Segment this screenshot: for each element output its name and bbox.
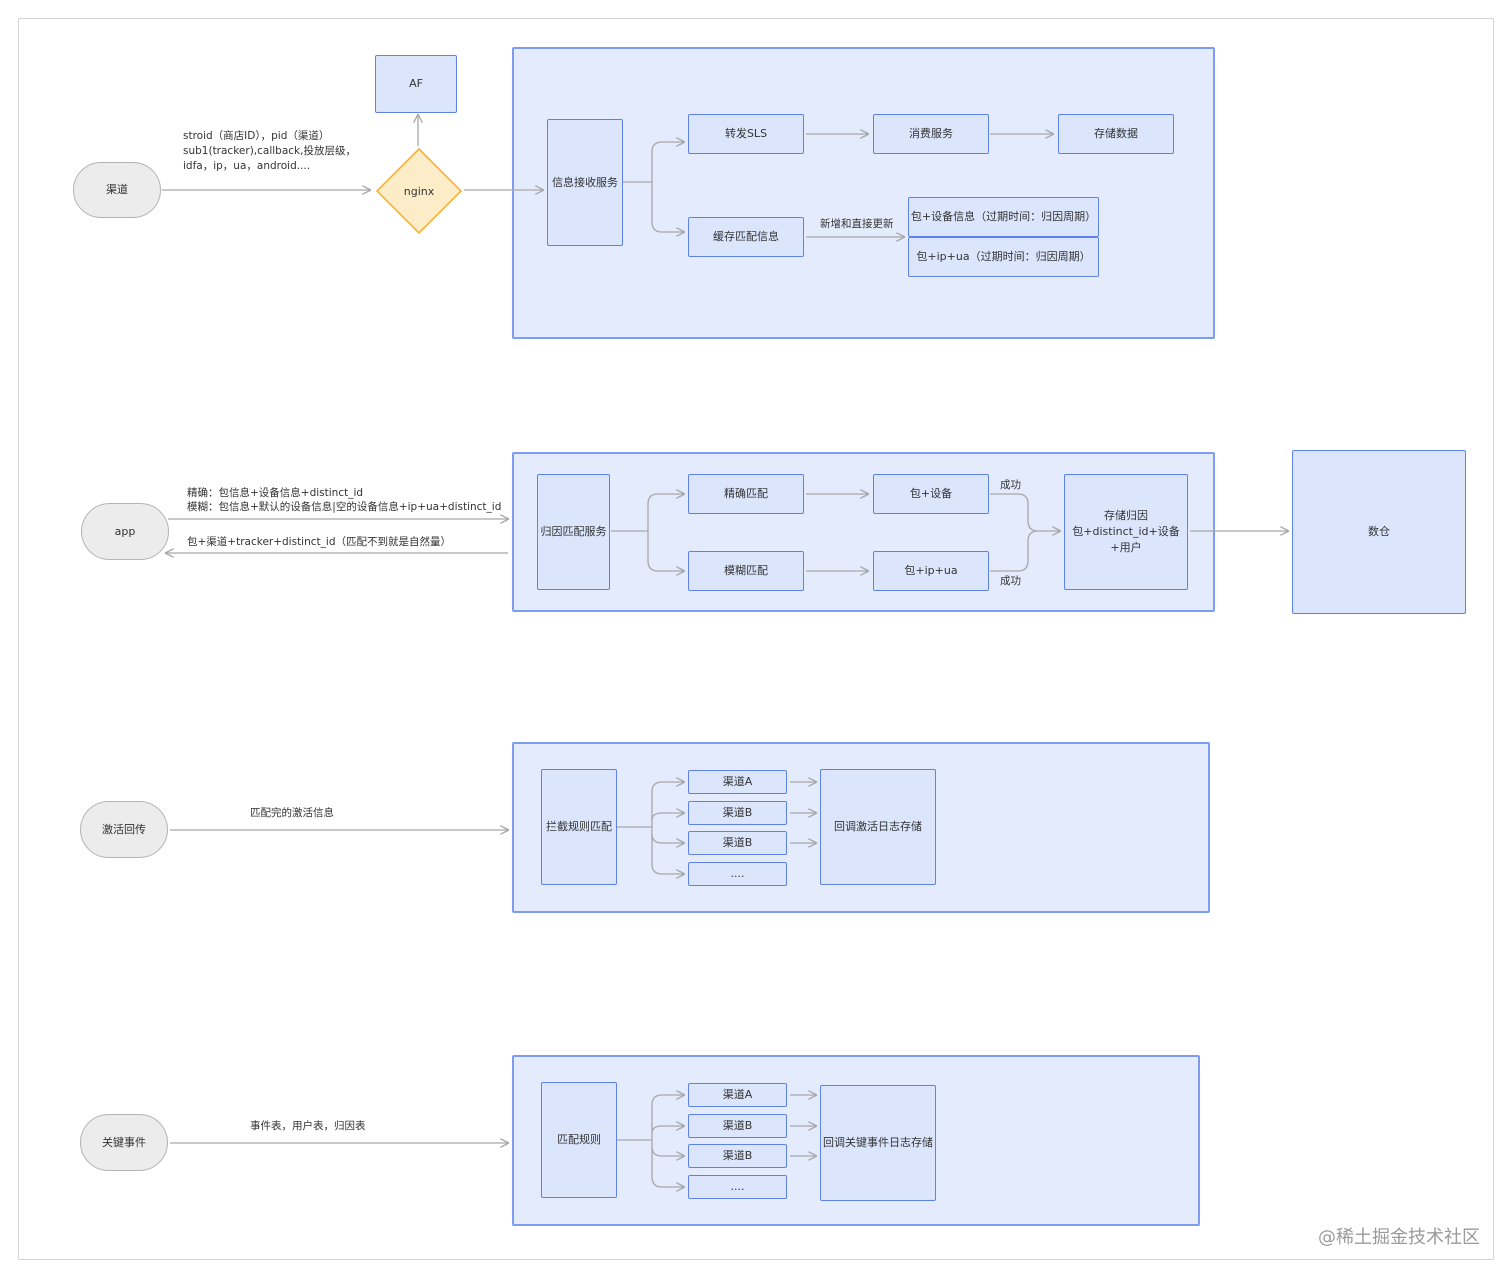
request-params-line-1: stroid（商店ID），pid（渠道） <box>183 130 330 142</box>
key-event-channel-b-1[interactable]: 渠道B <box>688 1114 787 1138</box>
key-event-channel-a[interactable]: 渠道A <box>688 1083 787 1107</box>
nginx-diamond-shape <box>376 148 462 234</box>
activation-edge-label: 匹配完的激活信息 <box>250 807 334 819</box>
activation-channel-b-2[interactable]: 渠道B <box>688 831 787 855</box>
af-node[interactable]: AF <box>375 55 457 113</box>
activation-channel-more[interactable]: .... <box>688 862 787 886</box>
exact-match[interactable]: 精确匹配 <box>688 474 804 514</box>
edge-rule3-a <box>651 782 684 827</box>
cache-match-info[interactable]: 缓存匹配信息 <box>688 217 804 257</box>
source-activation-callback[interactable]: 激活回传 <box>80 801 168 858</box>
edge-exactkey-store <box>990 493 1060 531</box>
activation-channel-b-1[interactable]: 渠道B <box>688 801 787 825</box>
consume-service[interactable]: 消费服务 <box>873 114 989 154</box>
edge-fuzzykey-store <box>990 530 1039 572</box>
store-attribution-fields: 包+distinct_id+设备+用户 <box>1072 525 1180 554</box>
fuzzy-match-key[interactable]: 包+ip+ua <box>873 551 989 591</box>
response-line: 包+渠道+tracker+distinct_id（匹配不到就是自然量） <box>187 536 451 548</box>
edge-rule4-more <box>651 1140 684 1187</box>
forward-sls[interactable]: 转发SLS <box>688 114 804 154</box>
key-event-channel-more[interactable]: .... <box>688 1175 787 1199</box>
success-label-fuzzy: 成功 <box>1000 575 1021 587</box>
key-event-edge-label: 事件表，用户表，归因表 <box>250 1120 366 1132</box>
key-event-channel-b-2[interactable]: 渠道B <box>688 1144 787 1168</box>
intercept-rule-match[interactable]: 拦截规则匹配 <box>541 769 617 885</box>
edge-rule4-b1 <box>651 1126 684 1134</box>
cache-item-device[interactable]: 包+设备信息（过期时间：归因周期） <box>908 197 1099 237</box>
request-params-line-3: idfa，ip，ua，android.... <box>183 160 311 172</box>
request-fuzzy-line: 模糊：包信息+默认的设备信息|空的设备信息+ip+ua+distinct_id <box>187 501 502 513</box>
success-label-exact: 成功 <box>1000 479 1021 491</box>
edge-rule4-a <box>651 1095 684 1140</box>
watermark: @稀土掘金技术社区 <box>1318 1227 1480 1248</box>
edge-to-fuzzy <box>647 531 684 571</box>
info-receive-service[interactable]: 信息接收服务 <box>547 119 623 246</box>
request-exact-line: 精确：包信息+设备信息+distinct_id <box>187 487 364 499</box>
edge-rule3-more <box>651 827 684 874</box>
source-key-event[interactable]: 关键事件 <box>80 1114 168 1171</box>
attribution-match-service[interactable]: 归因匹配服务 <box>537 474 610 590</box>
data-warehouse[interactable]: 数仓 <box>1292 450 1466 614</box>
match-rule[interactable]: 匹配规则 <box>541 1082 617 1198</box>
source-app[interactable]: app <box>81 503 169 560</box>
nginx-gateway[interactable]: nginx <box>403 184 435 198</box>
key-event-callback-log[interactable]: 回调关键事件日志存储 <box>820 1085 936 1201</box>
cache-item-ip-ua[interactable]: 包+ip+ua（过期时间：归因周期） <box>908 237 1099 277</box>
canvas-frame <box>18 18 1494 1260</box>
edge-rule3-b1 <box>651 813 684 821</box>
activation-channel-a[interactable]: 渠道A <box>688 770 787 794</box>
request-params-line-2: sub1(tracker),callback,投放层级， <box>183 145 356 157</box>
edge-to-forward <box>651 142 684 182</box>
source-channel[interactable]: 渠道 <box>73 162 161 218</box>
fuzzy-match[interactable]: 模糊匹配 <box>688 551 804 591</box>
edge-rule4-b2 <box>651 1146 684 1156</box>
store-attribution-title: 存储归因 <box>1104 509 1148 522</box>
activation-callback-log[interactable]: 回调激活日志存储 <box>820 769 936 885</box>
edge-rule3-b2 <box>651 833 684 843</box>
panel-info-receive <box>512 47 1215 339</box>
exact-match-key[interactable]: 包+设备 <box>873 474 989 514</box>
edge-to-cache <box>651 182 684 232</box>
cache-edge-label: 新增和直接更新 <box>820 218 894 230</box>
store-data[interactable]: 存储数据 <box>1058 114 1174 154</box>
store-attribution[interactable]: 存储归因 包+distinct_id+设备+用户 <box>1064 474 1188 590</box>
edge-to-exact <box>647 494 684 531</box>
